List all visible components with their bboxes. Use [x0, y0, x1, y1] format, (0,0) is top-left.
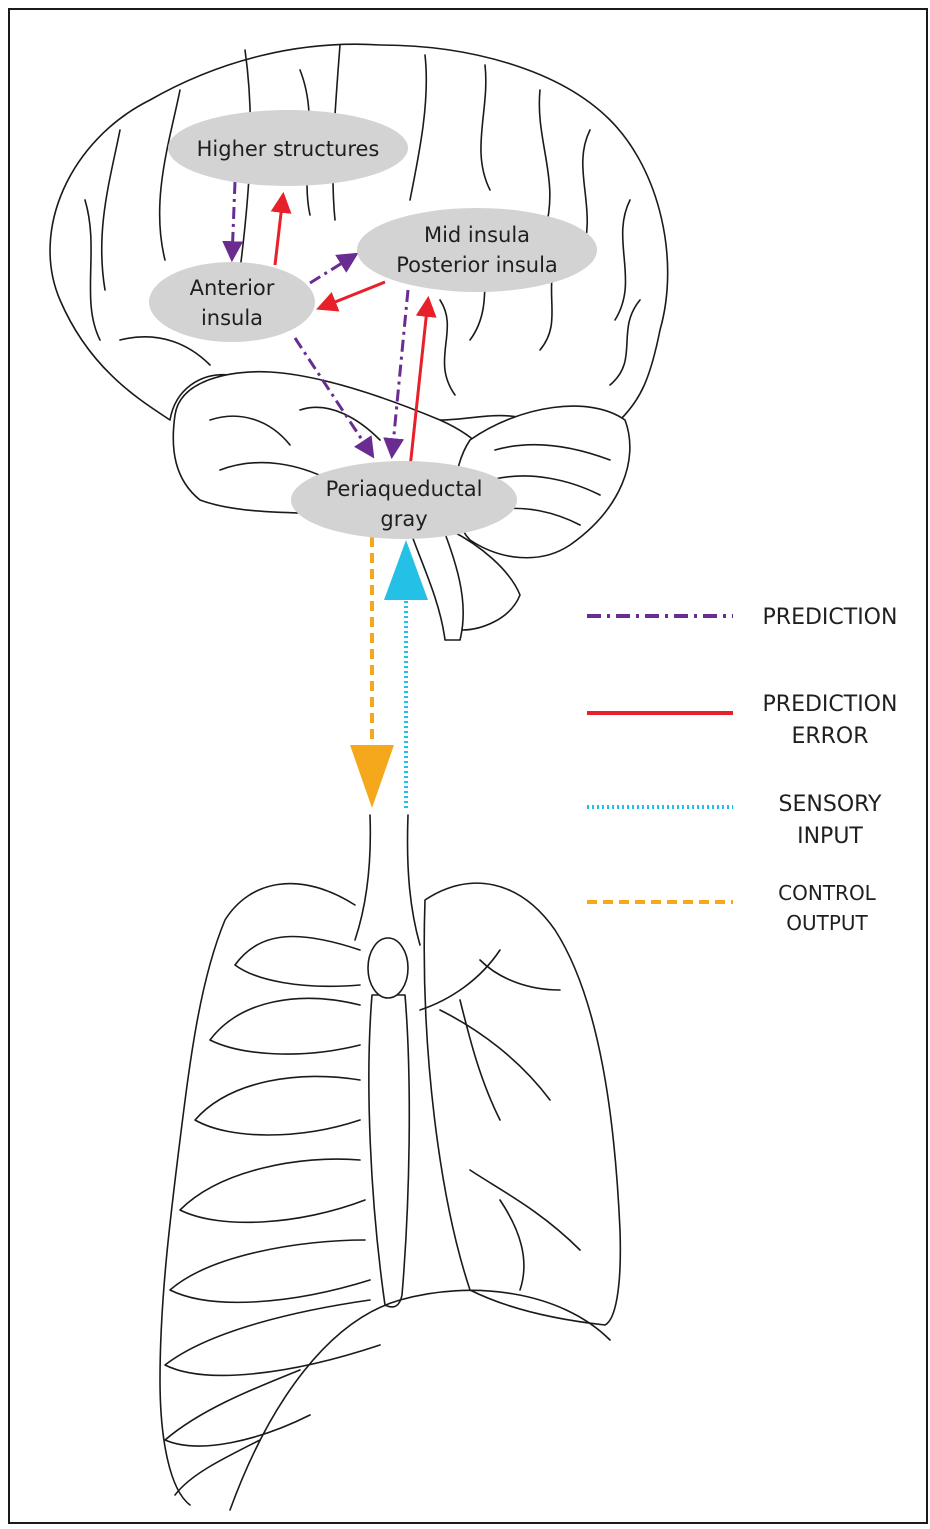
legend-item-control-output: CONTROL OUTPUT [587, 881, 877, 935]
legend-label-control-1: CONTROL [778, 881, 877, 905]
legend-label-control-2: OUTPUT [786, 911, 868, 935]
node-posterior-insula-label: Posterior insula [396, 253, 558, 277]
legend-label-sensory-1: SENSORY [779, 792, 882, 817]
node-pag-label-1: Periaqueductal [326, 477, 483, 501]
legend-label-sensory-2: INPUT [797, 824, 863, 849]
trachea [355, 815, 420, 945]
node-mid-posterior-insula: Mid insula Posterior insula [357, 208, 597, 292]
legend-item-sensory-input: SENSORY INPUT [587, 792, 882, 849]
node-pag-label-2: gray [380, 507, 427, 531]
legend: PREDICTION PREDICTION ERROR SENSORY INPU… [587, 605, 897, 935]
node-anterior-insula-label-1: Anterior [190, 276, 275, 300]
legend-label-prediction: PREDICTION [763, 605, 898, 630]
diaphragm [230, 1290, 610, 1510]
sternum-manubrium [368, 938, 408, 998]
legend-label-prediction-error-2: ERROR [791, 724, 868, 749]
node-higher-structures: Higher structures [168, 110, 408, 186]
lung-right [424, 883, 620, 1325]
node-periaqueductal-gray: Periaqueductal gray [291, 461, 517, 539]
sternum [369, 995, 409, 1307]
control-output-arrow [350, 537, 394, 808]
node-anterior-insula-label-2: insula [201, 306, 263, 330]
lungs-illustration [160, 815, 620, 1510]
legend-item-prediction: PREDICTION [587, 605, 897, 630]
node-higher-structures-label: Higher structures [197, 137, 380, 161]
node-anterior-insula: Anterior insula [149, 262, 315, 342]
legend-item-prediction-error: PREDICTION ERROR [587, 692, 897, 749]
legend-label-prediction-error-1: PREDICTION [763, 692, 898, 717]
node-mid-insula-label: Mid insula [424, 223, 530, 247]
sensory-input-arrow [384, 540, 428, 808]
